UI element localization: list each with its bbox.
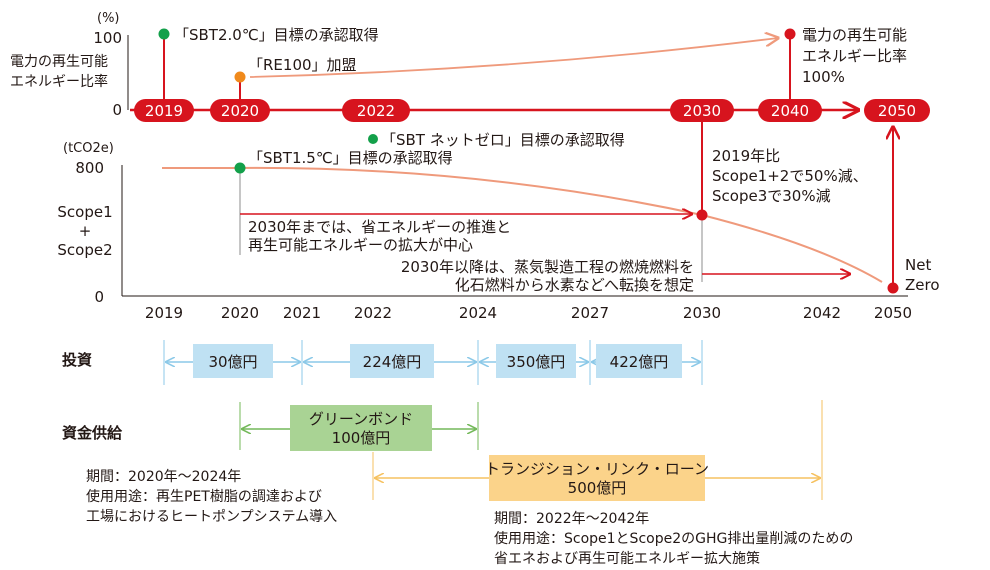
milestone-note-2040-line2: エネルギー比率 (802, 47, 907, 65)
green-bond-detail-line2: 使用用途：再生PET樹脂の調達および (86, 488, 322, 505)
note-after-2030-line2: 化石燃料から水素などへ転換を想定 (455, 276, 694, 294)
x-year-2050: 2050 (874, 304, 912, 322)
milestone-note-re100: 「RE100」加盟 (248, 56, 357, 74)
note-net-zero-line1: Net (905, 256, 931, 274)
target-2030-dot (696, 209, 708, 221)
svg-text:トランジション・リンク・ローン: トランジション・リンク・ローン (485, 460, 709, 478)
svg-text:グリーンボンド: グリーンボンド (309, 410, 413, 428)
timeline-pill-2050: 2050 (864, 99, 930, 122)
transition-loan-detail-line1: 期間：2022年〜2042年 (494, 511, 649, 527)
x-year-2019: 2019 (145, 304, 183, 322)
top-chart-tick-100: 100 (93, 29, 122, 47)
x-year-2021: 2021 (283, 304, 321, 322)
timeline-pill-2019: 2019 (134, 99, 194, 122)
transition-loan-detail-line3: 省エネおよび再生可能エネルギー拡大施策 (494, 550, 760, 567)
bottom-chart-unit: (tCO2e) (63, 141, 114, 156)
x-year-2022: 2022 (354, 304, 392, 322)
bottom-chart-tick-0: 0 (94, 288, 104, 306)
x-year-2042: 2042 (803, 304, 841, 322)
x-year-2027: 2027 (571, 304, 609, 322)
svg-text:2019: 2019 (145, 102, 183, 120)
milestone-dot-2020 (234, 71, 246, 83)
funding-label: 資金供給 (62, 424, 123, 442)
timeline-pill-2020: 2020 (210, 99, 270, 122)
svg-text:100億円: 100億円 (332, 429, 391, 447)
milestone-note-sbt20: 「SBT2.0℃」目標の承認取得 (174, 26, 379, 44)
green-bond-detail-line1: 期間：2020年〜2024年 (86, 469, 241, 485)
note-until-2030-line2: 再生可能エネルギーの拡大が中心 (248, 236, 473, 254)
milestone-note-2040-line1: 電力の再生可能 (802, 26, 907, 44)
bottom-chart-ylabel-line1: Scope1 (57, 203, 112, 221)
funding-row: 資金供給 グリーンボンド 100億円 トランジション・リンク・ローン 500億円… (62, 400, 853, 567)
note-net-zero-line2: Zero (905, 276, 940, 294)
green-bond-box: グリーンボンド 100億円 (290, 405, 432, 451)
timeline-pill-2030: 2030 (670, 99, 734, 122)
emission-trend-curve (162, 166, 883, 283)
note-target-2030-line3: Scope3で30%減 (712, 187, 831, 205)
netzero-approval-dot (368, 134, 378, 144)
transition-loan-detail-line2: 使用用途：Scope1とScope2のGHG排出量削減のための (494, 530, 853, 547)
top-chart-tick-0: 0 (112, 101, 122, 119)
milestone-note-2040-line3: 100% (802, 68, 845, 86)
bottom-chart: (tCO2e) 800 0 Scope1 + Scope2 「SBT ネットゼロ… (57, 122, 940, 322)
bottom-chart-tick-800: 800 (75, 159, 104, 177)
investment-label: 投資 (62, 351, 92, 369)
bottom-chart-ylabel-line3: Scope2 (57, 241, 112, 259)
top-chart-ylabel-line2: エネルギー比率 (10, 73, 108, 90)
x-year-2020: 2020 (221, 304, 259, 322)
svg-text:2022: 2022 (357, 102, 395, 120)
note-until-2030-line1: 2030年までは、省エネルギーの推進と (248, 218, 511, 236)
svg-text:422億円: 422億円 (610, 353, 669, 371)
bottom-chart-ylabel-line2: + (79, 222, 92, 240)
note-sbt-netzero: 「SBT ネットゼロ」目標の承認取得 (381, 131, 625, 149)
svg-text:350億円: 350億円 (507, 353, 566, 371)
note-target-2030-line1: 2019年比 (712, 147, 780, 165)
svg-text:2050: 2050 (878, 102, 916, 120)
top-chart-unit: (%) (97, 11, 120, 26)
investment-box-1: 30億円 (193, 344, 273, 378)
svg-text:224億円: 224億円 (363, 353, 422, 371)
transition-loan-box: トランジション・リンク・ローン 500億円 (485, 455, 709, 501)
svg-text:2030: 2030 (683, 102, 721, 120)
x-year-2030: 2030 (683, 304, 721, 322)
milestone-dot-2019 (158, 28, 170, 40)
note-sbt15: 「SBT1.5℃」目標の承認取得 (248, 149, 453, 167)
investment-box-2: 224億円 (350, 344, 434, 378)
timeline-pill-2040: 2040 (758, 99, 822, 122)
sbt15-dot (234, 162, 246, 174)
investment-box-4: 422億円 (596, 344, 682, 378)
svg-text:2040: 2040 (771, 102, 809, 120)
top-chart: (%) 電力の再生可能 エネルギー比率 100 0 「SBT2.0℃」目標の承認… (10, 11, 930, 122)
green-bond-detail-line3: 工場におけるヒートポンプシステム導入 (86, 509, 337, 525)
note-target-2030-line2: Scope1+2で50%減、 (712, 167, 868, 185)
milestone-dot-2040 (784, 28, 796, 40)
net-zero-dot (887, 282, 899, 294)
note-after-2030-line1: 2030年以降は、蒸気製造工程の燃焼燃料を (401, 258, 694, 276)
svg-text:500億円: 500億円 (568, 479, 627, 497)
x-year-2024: 2024 (459, 304, 497, 322)
svg-text:2020: 2020 (221, 102, 259, 120)
investment-box-3: 350億円 (496, 344, 576, 378)
investment-row: 投資 30億円 224億円 350億円 422億円 (62, 340, 703, 385)
svg-text:30億円: 30億円 (208, 353, 257, 371)
timeline-pill-2022: 2022 (342, 99, 410, 122)
re100-trend-arrow (249, 38, 778, 78)
top-chart-ylabel-line1: 電力の再生可能 (10, 54, 108, 70)
